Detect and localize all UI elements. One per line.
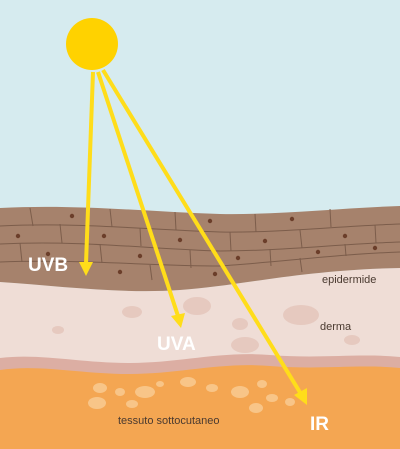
uvb-ray xyxy=(79,71,95,276)
ir-label: IR xyxy=(310,414,329,435)
uva-label: UVA xyxy=(157,334,196,355)
dermis-spots xyxy=(52,297,360,353)
uvb-label: UVB xyxy=(28,255,68,276)
epidermis-nuclei xyxy=(15,213,378,277)
fat-globules xyxy=(88,377,295,413)
membrane-band xyxy=(0,353,400,374)
subcutaneous-layer xyxy=(0,363,400,449)
dermis-label: derma xyxy=(320,321,352,333)
epidermis-label: epidermide xyxy=(322,274,376,286)
subcutaneous-label: tessuto sottocutaneo xyxy=(118,415,220,427)
uva-ray xyxy=(96,71,185,328)
epidermis-cells xyxy=(0,207,400,281)
ir-ray xyxy=(101,68,307,405)
dermis-layer xyxy=(0,268,400,363)
sun-icon xyxy=(66,18,118,70)
epidermis-layer xyxy=(0,206,400,292)
